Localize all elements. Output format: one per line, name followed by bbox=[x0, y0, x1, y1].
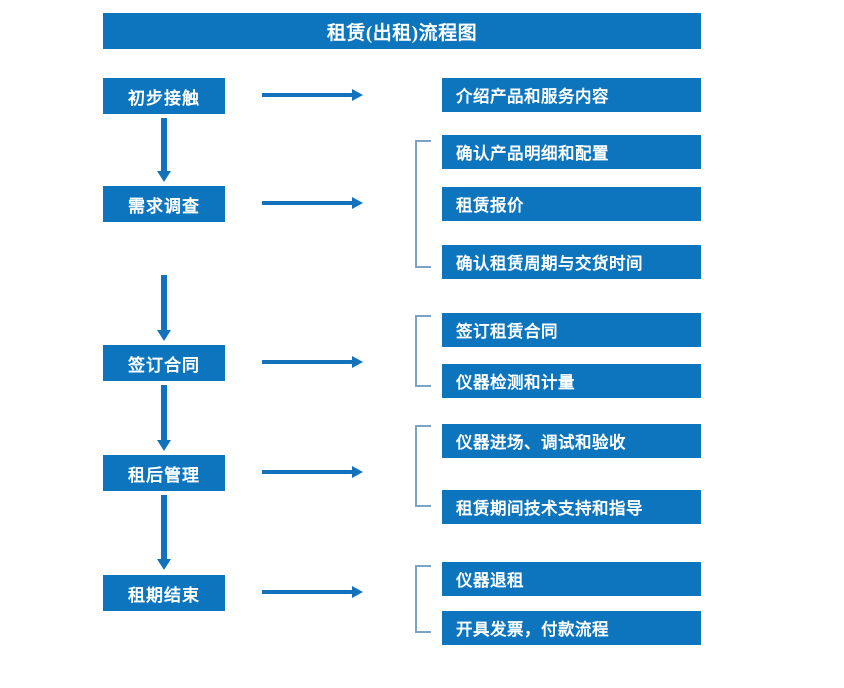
arrow-stem bbox=[161, 275, 167, 330]
arrow-head-icon bbox=[352, 197, 363, 209]
detail-box-5-2[interactable]: 开具发票，付款流程 bbox=[442, 611, 701, 645]
arrow-head-icon bbox=[157, 559, 171, 570]
flow-arrow-down-4 bbox=[157, 495, 171, 571]
group-bracket-2 bbox=[415, 140, 431, 268]
group-bracket-3 bbox=[415, 315, 431, 387]
arrow-stem bbox=[161, 118, 167, 171]
detail-box-3-1[interactable]: 签订租赁合同 bbox=[442, 313, 701, 347]
stage-box-5[interactable]: 租期结束 bbox=[103, 575, 225, 611]
stage-box-2[interactable]: 需求调查 bbox=[103, 186, 225, 222]
detail-box-4-1[interactable]: 仪器进场、调试和验收 bbox=[442, 424, 701, 458]
arrow-head-icon bbox=[157, 330, 171, 341]
flow-arrow-down-2 bbox=[157, 275, 171, 341]
arrow-stem bbox=[161, 495, 167, 559]
arrow-stem bbox=[262, 590, 353, 594]
detail-box-1-1[interactable]: 介绍产品和服务内容 bbox=[442, 78, 701, 112]
detail-arrow-right-5 bbox=[262, 586, 363, 598]
detail-box-3-2[interactable]: 仪器检测和计量 bbox=[442, 364, 701, 398]
group-bracket-4 bbox=[415, 425, 431, 507]
detail-arrow-right-2 bbox=[262, 197, 363, 209]
arrow-head-icon bbox=[352, 89, 363, 101]
flow-arrow-down-3 bbox=[157, 385, 171, 451]
arrow-stem bbox=[262, 470, 353, 474]
arrow-head-icon bbox=[352, 466, 363, 478]
stage-box-1[interactable]: 初步接触 bbox=[103, 78, 225, 114]
flow-arrow-down-1 bbox=[157, 118, 171, 182]
detail-box-5-1[interactable]: 仪器退租 bbox=[442, 562, 701, 596]
group-bracket-5 bbox=[415, 565, 431, 633]
detail-box-2-1[interactable]: 确认产品明细和配置 bbox=[442, 135, 701, 169]
arrow-head-icon bbox=[352, 356, 363, 368]
diagram-title: 租赁(出租)流程图 bbox=[103, 13, 701, 49]
detail-arrow-right-3 bbox=[262, 356, 363, 368]
arrow-head-icon bbox=[157, 440, 171, 451]
arrow-stem bbox=[161, 385, 167, 440]
detail-box-4-2[interactable]: 租赁期间技术支持和指导 bbox=[442, 490, 701, 524]
arrow-head-icon bbox=[157, 171, 171, 182]
arrow-head-icon bbox=[352, 586, 363, 598]
arrow-stem bbox=[262, 360, 353, 364]
detail-box-2-3[interactable]: 确认租赁周期与交货时间 bbox=[442, 245, 701, 279]
stage-box-4[interactable]: 租后管理 bbox=[103, 455, 225, 491]
detail-arrow-right-4 bbox=[262, 466, 363, 478]
stage-box-3[interactable]: 签订合同 bbox=[103, 345, 225, 381]
detail-arrow-right-1 bbox=[262, 89, 363, 101]
arrow-stem bbox=[262, 201, 353, 205]
arrow-stem bbox=[262, 93, 353, 97]
detail-box-2-2[interactable]: 租赁报价 bbox=[442, 187, 701, 221]
